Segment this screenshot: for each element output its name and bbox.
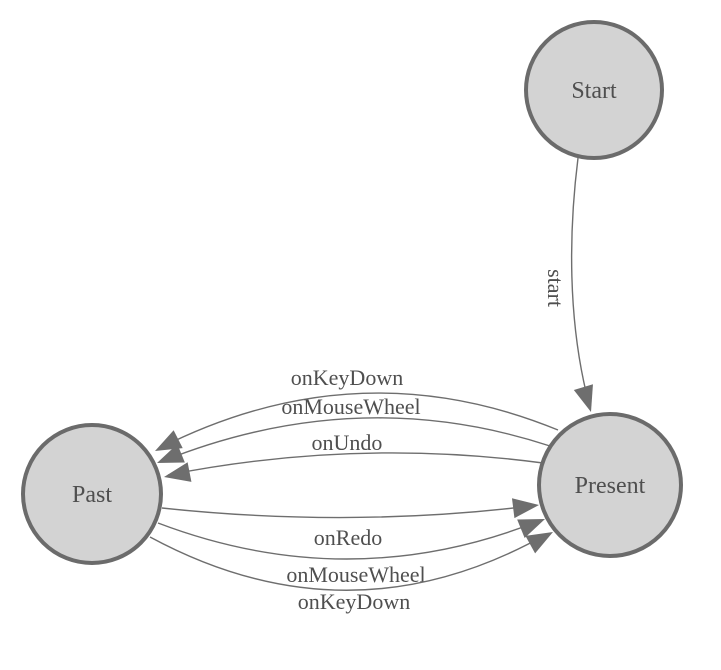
edge-line (157, 520, 540, 560)
edge-label-start: start (543, 269, 568, 307)
arrowhead-icon (517, 519, 545, 539)
edge-past-to-present-onkeydown: onKeyDown (149, 532, 553, 614)
edge-label-onkeydown-top: onKeyDown (291, 365, 403, 390)
node-group: Start Past Present (21, 20, 683, 565)
edge-line (159, 392, 559, 449)
present-node-label: Present (575, 473, 646, 499)
edge-present-to-past-onundo: onUndo (164, 430, 544, 482)
edge-label-onmousewheel-bottom: onMouseWheel (286, 562, 425, 587)
edge-past-to-present-onredo: onRedo (161, 498, 539, 550)
arrowhead-icon (157, 443, 185, 463)
edge-label-onkeydown-bottom: onKeyDown (298, 589, 410, 614)
past-node-circle[interactable] (21, 423, 163, 565)
edge-group: start onKeyDown onMouseWheel onUndo onRe… (149, 157, 593, 614)
arrowhead-icon (511, 498, 539, 519)
edge-label-onmousewheel-top: onMouseWheel (281, 394, 420, 419)
arrowhead-icon (573, 384, 593, 412)
arrowhead-icon (164, 462, 192, 482)
present-node-circle[interactable] (537, 412, 683, 558)
edge-line (161, 505, 532, 519)
edge-line (162, 417, 551, 462)
past-node-label: Past (72, 482, 112, 508)
edge-line (570, 157, 590, 405)
edge-start-to-present: start (543, 157, 593, 412)
start-node-label: Start (571, 78, 617, 104)
edge-line (167, 452, 544, 476)
edge-label-onundo: onUndo (312, 430, 383, 455)
edge-present-to-past-onmousewheel: onMouseWheel (157, 394, 551, 463)
edge-past-to-present-onmousewheel: onMouseWheel (157, 519, 545, 587)
start-node-circle[interactable] (524, 20, 664, 160)
edge-label-onredo: onRedo (314, 525, 382, 550)
edge-line (149, 533, 548, 591)
state-node-start[interactable]: Start (524, 20, 664, 160)
state-node-past[interactable]: Past (21, 423, 163, 565)
state-node-present[interactable]: Present (537, 412, 683, 558)
arrowhead-icon (525, 532, 553, 554)
